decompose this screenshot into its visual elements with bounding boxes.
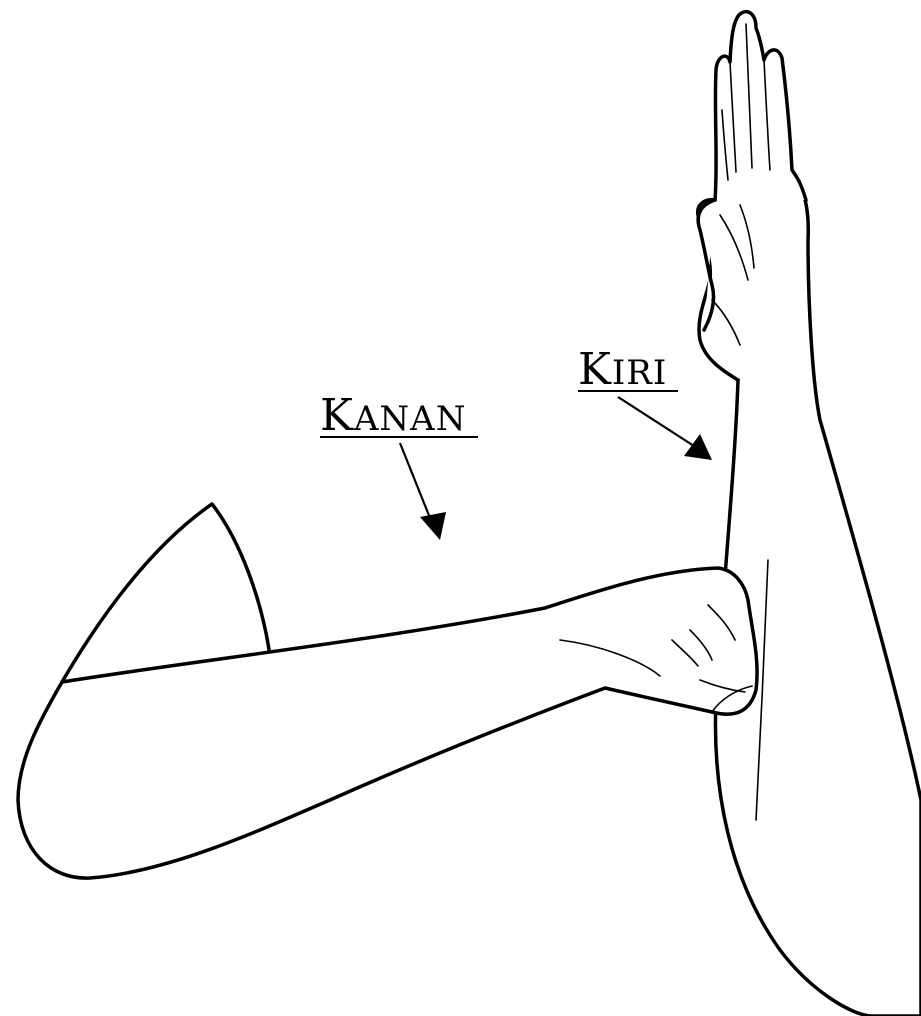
- kiri-label: KIRI: [578, 344, 712, 460]
- raised-hand-fingers: [715, 12, 806, 200]
- kanan-label-rest: ANAN: [353, 399, 467, 439]
- kiri-arrow-line: [618, 397, 694, 446]
- raised-arm: [698, 12, 921, 1016]
- kanan-arrow-line: [400, 443, 430, 518]
- kanan-label: KANAN: [320, 390, 478, 540]
- kiri-label-rest: IRI: [612, 353, 667, 393]
- svg-text:KANAN: KANAN: [320, 390, 466, 441]
- kiri-label-initial: K: [578, 344, 612, 395]
- kiri-arrow-head: [684, 434, 712, 460]
- kanan-arrow-head: [420, 512, 446, 540]
- raised-hand-palm-lines: [712, 205, 754, 345]
- punching-arm: [18, 504, 757, 878]
- kanan-label-initial: K: [320, 390, 354, 441]
- svg-text:KIRI: KIRI: [578, 344, 667, 395]
